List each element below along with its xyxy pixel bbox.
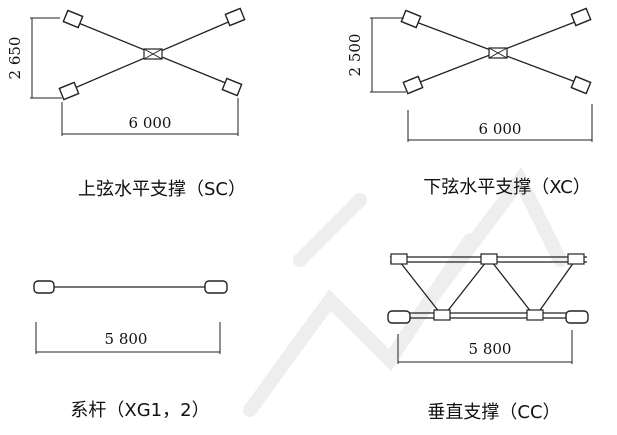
xc-end-plate-tr	[570, 7, 592, 27]
xc-caption: 下弦水平支撑（XC）	[423, 177, 591, 198]
watermark	[243, 166, 567, 417]
cc-gusset-top-3	[567, 253, 585, 265]
cc-gusset-bottom-1	[433, 309, 451, 321]
cc-diagonal-3	[491, 261, 533, 314]
xg-caption: 系杆（XG1，2）	[70, 400, 209, 421]
xg-end-plate-right	[204, 280, 228, 294]
xc-width-dimension: 6 000	[407, 104, 593, 142]
cc-end-plate-left	[387, 310, 411, 324]
sc-height-label: 2 650	[6, 37, 24, 80]
panel-xg: 5 800 系杆（XG1，2）	[33, 280, 228, 421]
cc-caption: 垂直支撑（CC）	[427, 402, 560, 423]
sc-end-plate-tl	[62, 9, 84, 29]
xc-height-dimension: 2 500	[346, 17, 406, 93]
sc-end-plate-br	[221, 77, 243, 97]
sc-height-dimension: 2 650	[6, 17, 62, 99]
xg-width-label: 5 800	[105, 330, 148, 348]
panel-cc: 5 800 垂直支撑（CC）	[387, 253, 589, 423]
sc-width-dimension: 6 000	[61, 98, 239, 136]
xc-width-label: 6 000	[479, 120, 522, 138]
xc-end-plate-br	[570, 75, 592, 95]
sc-center-gusset	[143, 48, 163, 60]
xc-end-plate-tl	[400, 9, 422, 29]
xc-center-gusset	[488, 47, 508, 59]
cc-gusset-top-1	[390, 253, 408, 265]
xg-width-dimension: 5 800	[35, 322, 221, 354]
panel-xc: 2 500 6 000 下弦水平支撑（XC）	[346, 7, 593, 198]
cc-gusset-bottom-2	[526, 309, 544, 321]
cc-diagonal-4	[537, 261, 575, 314]
sc-caption: 上弦水平支撑（SC）	[78, 179, 246, 200]
cc-diagonal-2	[445, 261, 487, 314]
cc-width-label: 5 800	[469, 340, 512, 358]
xc-height-label: 2 500	[346, 34, 364, 77]
sc-end-plate-bl	[58, 81, 80, 101]
cc-width-dimension: 5 800	[397, 330, 573, 364]
xc-end-plate-bl	[402, 75, 424, 95]
cc-diagonal-1	[399, 261, 441, 314]
panel-sc: 2 650 6 000 上弦水平支撑（SC）	[6, 7, 246, 200]
sc-width-label: 6 000	[129, 114, 172, 132]
cc-end-plate-right	[565, 310, 589, 324]
sc-end-plate-tr	[224, 7, 246, 27]
cc-gusset-top-2	[480, 253, 498, 265]
xg-end-plate-left	[33, 280, 55, 294]
